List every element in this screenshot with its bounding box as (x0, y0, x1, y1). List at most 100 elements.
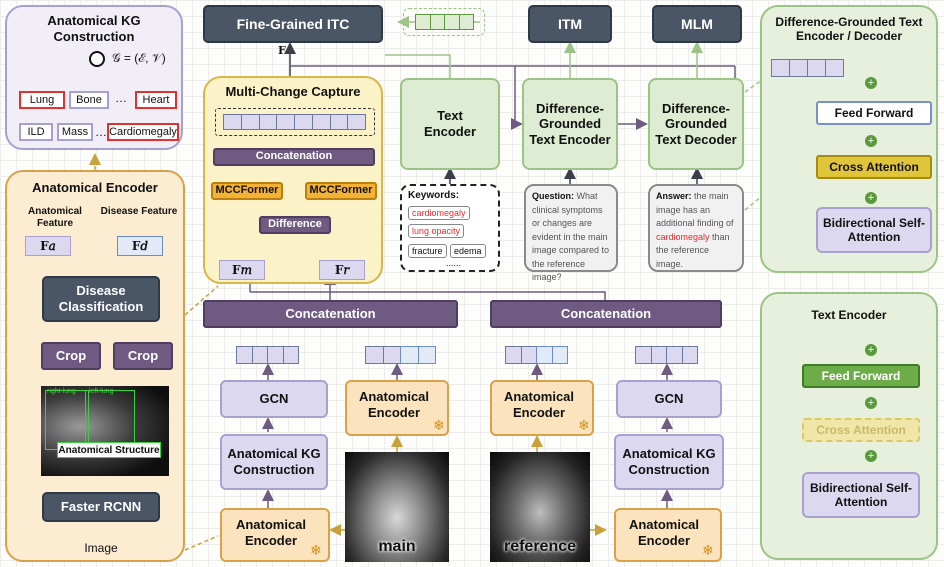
kg-node-ild: ILD (19, 123, 53, 141)
dg-text-decoder-box: Difference-Grounded Text Decoder (648, 78, 744, 170)
answer-text-end: than the reference image. (656, 231, 730, 269)
anatomical-encoder-panel: Anatomical Encoder Anatomical Feature Di… (5, 170, 185, 562)
anatomical-encoder-left-box: Anatomical Encoder (220, 508, 330, 562)
multi-change-capture-panel: Multi-Change Capture Concatenation MCCFo… (203, 76, 383, 284)
kg-node-mass: Mass (57, 123, 93, 141)
text-encoder-detail-panel: Text Encoder + Feed Forward + Cross Atte… (760, 292, 938, 560)
frozen-snowflake-icon: ❄ (310, 542, 322, 558)
reference-image-label: reference (503, 538, 577, 555)
main-xray-image: main (345, 452, 449, 562)
keyword-chip: lung opacity (408, 224, 465, 238)
graph-root-node (89, 51, 105, 67)
encoder-ref-tokens (505, 346, 568, 364)
kg-construction-left-box: Anatomical KG Construction (220, 434, 328, 490)
kg-node-ellipsis: … (115, 91, 127, 105)
answer-card: Answer: the main image has an additional… (648, 184, 744, 272)
kg-panel-title: Anatomical KG Construction (47, 13, 141, 45)
anat-panel-title: Anatomical Encoder (32, 180, 158, 195)
fd-feature-box: 𝐅𝑑 (117, 236, 163, 256)
crop-box-2: Crop (113, 342, 173, 370)
disease-feature-label: Disease Feature (100, 206, 178, 217)
gcn-left-tokens (236, 346, 299, 364)
detection-box-right-lung (45, 390, 89, 450)
add-node-icon: + (865, 192, 877, 204)
te-cross-attention-box: Cross Attention (802, 418, 920, 442)
image-input-label: Image (84, 541, 118, 555)
fine-grained-itc-box: Fine-Grained ITC (203, 5, 383, 43)
mcc-concatenation-box: Concatenation (213, 148, 375, 166)
reference-xray-image: reference (490, 452, 590, 562)
crop-box-1: Crop (41, 342, 101, 370)
mcc-title: Multi-Change Capture (225, 84, 361, 99)
answer-highlight: cardiomegaly (656, 231, 710, 242)
mccformer-box-1: MCCFormer (211, 182, 283, 200)
anatomical-encoder-ref-box: Anatomical Encoder (490, 380, 594, 436)
right-lung-label: right lung (47, 388, 76, 395)
encoder-main-tokens (365, 346, 436, 364)
itm-box: ITM (528, 5, 612, 43)
kg-construction-panel: Anatomical KG Construction 𝒢 = (ℰ, 𝒱) Lu… (5, 5, 183, 150)
main-image-label: main (378, 538, 416, 555)
kg-node-heart: Heart (135, 91, 177, 109)
anatomical-encoder-right-box: Anatomical Encoder (614, 508, 722, 562)
disease-classification-box: Disease Classification (42, 276, 160, 322)
text-token-group (403, 8, 485, 36)
dg-text-encoder-box: Difference-Grounded Text Encoder (522, 78, 618, 170)
dg-panel-token-strip (771, 59, 844, 77)
question-text: What clinical symptoms or changes are ev… (532, 191, 610, 282)
question-label: Question: (532, 191, 574, 201)
add-node-icon: + (865, 397, 877, 409)
add-node-icon: + (865, 77, 877, 89)
question-card: Question: What clinical symptoms or chan… (524, 184, 618, 282)
mccformer-box-2: MCCFormer (305, 182, 377, 200)
te-self-attention-box: Bidirectional Self-Attention (802, 472, 920, 518)
frozen-snowflake-icon: ❄ (433, 417, 445, 433)
graph-formula: 𝒢 = (ℰ, 𝒱) (112, 51, 166, 65)
dg-panel-title: Difference-Grounded Text Encoder / Decod… (775, 15, 923, 44)
dg-feed-forward-box: Feed Forward (816, 101, 932, 125)
difference-box: Difference (259, 216, 331, 234)
frozen-snowflake-icon: ❄ (578, 417, 590, 433)
concatenation-left-box: Concatenation (203, 300, 458, 328)
anatomical-structure-label: Anatomical Structure (57, 442, 161, 458)
keyword-chip: edema (450, 244, 486, 258)
f-feature-label: 𝐅 (278, 44, 286, 57)
mcc-output-tokens (215, 108, 375, 136)
chest-xray-detection-image: right lung left lung Anatomical Structur… (41, 386, 169, 476)
keyword-chip: cardiomegaly (408, 206, 470, 220)
keyword-chip: fracture (408, 244, 447, 258)
kg-node-ellipsis-2: … (95, 125, 107, 139)
fm-feature-box: 𝐅𝑚 (219, 260, 265, 280)
gcn-left-box: GCN (220, 380, 328, 418)
left-lung-label: left lung (89, 388, 114, 395)
gcn-right-box: GCN (616, 380, 722, 418)
dg-cross-attention-box: Cross Attention (816, 155, 932, 179)
add-node-icon: + (865, 344, 877, 356)
keywords-more: ...... (446, 258, 462, 268)
fa-feature-box: 𝐅𝑎 (25, 236, 71, 256)
mlm-box: MLM (652, 5, 742, 43)
kg-node-cardiomegaly: Cardiomegaly (107, 123, 179, 141)
text-encoder-box: Text Encoder (400, 78, 500, 170)
frozen-snowflake-icon: ❄ (702, 542, 714, 558)
fr-feature-box: 𝐅𝑟 (319, 260, 365, 280)
faster-rcnn-box: Faster RCNN (42, 492, 160, 522)
answer-label: Answer: (656, 191, 692, 201)
detection-box-left-lung (85, 390, 135, 448)
anatomical-feature-label: Anatomical Feature (28, 206, 82, 229)
kg-node-bone: Bone (69, 91, 109, 109)
mcc-token-strip (223, 114, 366, 130)
keywords-card: Keywords: cardiomegaly lung opacity frac… (400, 184, 500, 272)
concatenation-right-box: Concatenation (490, 300, 722, 328)
add-node-icon: + (865, 450, 877, 462)
anatomical-encoder-main-box: Anatomical Encoder (345, 380, 449, 436)
text-token-strip (415, 14, 474, 30)
dg-self-attention-box: Bidirectional Self-Attention (816, 207, 932, 253)
gcn-right-tokens (635, 346, 698, 364)
te-feed-forward-box: Feed Forward (802, 364, 920, 388)
te-panel-title: Text Encoder (811, 308, 887, 322)
answer-text: the main image has an additional finding… (656, 191, 734, 228)
kg-construction-right-box: Anatomical KG Construction (614, 434, 724, 490)
add-node-icon: + (865, 135, 877, 147)
dg-encoder-decoder-panel: Difference-Grounded Text Encoder / Decod… (760, 5, 938, 273)
